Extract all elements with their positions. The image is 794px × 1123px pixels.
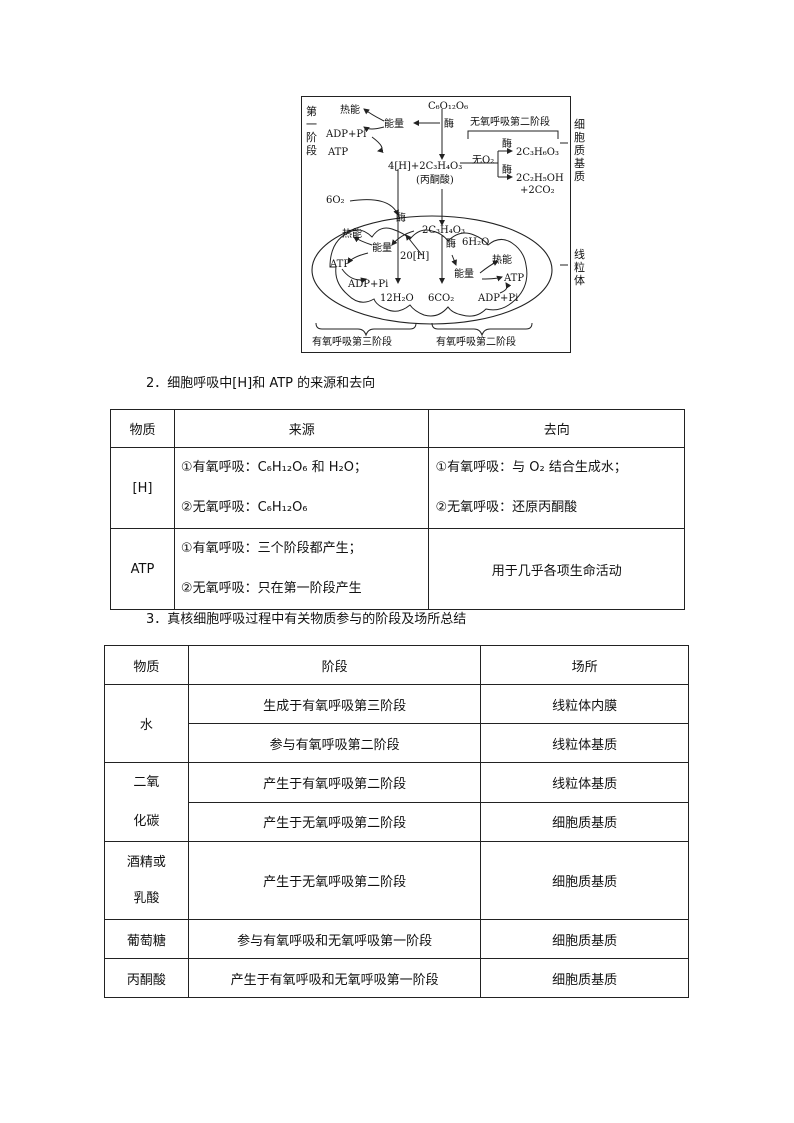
- cell-stage: 参与有氧呼吸和无氧呼吸第一阶段: [188, 920, 480, 959]
- source-line: ②无氧呼吸：只在第一阶段产生: [181, 569, 423, 609]
- cell-stage: 参与有氧呼吸第二阶段: [188, 724, 480, 763]
- label-lactic: 2C₃H₆O₃: [516, 147, 559, 158]
- mitochondria-side-label: 线粒体: [574, 248, 586, 287]
- cell-stage: 产生于有氧呼吸和无氧呼吸第一阶段: [188, 959, 480, 998]
- table-row: 酒精或 乳酸 产生于无氧呼吸第二阶段 细胞质基质: [105, 842, 689, 920]
- label-6co2: 6CO₂: [428, 293, 454, 304]
- fate-line: ②无氧呼吸：还原丙酮酸: [435, 488, 678, 528]
- header-substance: 物质: [105, 646, 189, 685]
- label-energy-3: 能量: [454, 267, 474, 280]
- table-header-row: 物质 来源 去向: [111, 410, 685, 448]
- label-enzyme-5: 酶: [446, 237, 456, 250]
- label-energy-2: 能量: [372, 241, 392, 254]
- section2-title: 2．细胞呼吸中[H]和 ATP 的来源和去向: [146, 372, 375, 391]
- label-co2-2: +2CO₂: [520, 185, 555, 196]
- label-ethanol: 2C₂H₅OH: [516, 173, 564, 184]
- table-row: 水 生成于有氧呼吸第三阶段 线粒体内膜: [105, 685, 689, 724]
- cell-substance: [H]: [111, 448, 175, 529]
- cell-site: 细胞质基质: [481, 842, 689, 920]
- label-glucose: C₆O₁₂O₆: [428, 101, 468, 112]
- label-energy-1: 能量: [384, 117, 404, 130]
- table-row: 二氧 化碳 产生于有氧呼吸第二阶段 线粒体基质: [105, 763, 689, 803]
- cell-substance-water: 水: [105, 685, 189, 763]
- table-row: ATP ①有氧呼吸：三个阶段都产生； ②无氧呼吸：只在第一阶段产生 用于几乎各项…: [111, 529, 685, 610]
- stage-site-table: 物质 阶段 场所 水 生成于有氧呼吸第三阶段 线粒体内膜 参与有氧呼吸第二阶段 …: [104, 645, 689, 998]
- cell-site: 细胞质基质: [481, 959, 689, 998]
- cell-site: 线粒体基质: [481, 724, 689, 763]
- co2-line: 二氧: [111, 763, 182, 802]
- label-aerobic-second: 有氧呼吸第二阶段: [436, 335, 516, 348]
- cell-source: ①有氧呼吸：C₆H₁₂O₆ 和 H₂O； ②无氧呼吸：C₆H₁₂O₆: [174, 448, 429, 529]
- label-pyruvate: 2C₃H₄O₃: [422, 225, 465, 236]
- label-anaerobic-second: 无氧呼吸第二阶段: [470, 115, 550, 128]
- cell-fate: ①有氧呼吸：与 O₂ 结合生成水； ②无氧呼吸：还原丙酮酸: [429, 448, 685, 529]
- cell-substance-alcohol: 酒精或 乳酸: [105, 842, 189, 920]
- cell-respiration-diagram: C₆O₁₂O₆ 热能 能量 ADP+Pi ATP 酶 无氧呼吸第二阶段 无O₂ …: [301, 96, 571, 353]
- source-line: ①有氧呼吸：C₆H₁₂O₆ 和 H₂O；: [181, 448, 423, 488]
- header-source: 来源: [174, 410, 429, 448]
- label-20h: 20[H]: [400, 251, 429, 262]
- table-row: 葡萄糖 参与有氧呼吸和无氧呼吸第一阶段 细胞质基质: [105, 920, 689, 959]
- fate-line: ①有氧呼吸：与 O₂ 结合生成水；: [435, 448, 678, 488]
- cell-stage: 产生于无氧呼吸第二阶段: [188, 842, 480, 920]
- label-enzyme-1: 酶: [444, 117, 454, 130]
- cell-substance-glucose: 葡萄糖: [105, 920, 189, 959]
- table-row: 参与有氧呼吸第二阶段 线粒体基质: [105, 724, 689, 763]
- header-stage: 阶段: [188, 646, 480, 685]
- co2-line: 化碳: [111, 802, 182, 841]
- label-6h2o: 6H₂O: [462, 237, 489, 248]
- label-h-pyruvate: 4[H]+2C₃H₄O₃: [388, 161, 462, 172]
- alcohol-line: 酒精或: [111, 845, 182, 881]
- table-header-row: 物质 阶段 场所: [105, 646, 689, 685]
- source-line: ②无氧呼吸：C₆H₁₂O₆: [181, 488, 423, 528]
- label-adp-3: ADP+Pi: [477, 293, 518, 304]
- table-row: 丙酮酸 产生于有氧呼吸和无氧呼吸第一阶段 细胞质基质: [105, 959, 689, 998]
- table-row: [H] ①有氧呼吸：C₆H₁₂O₆ 和 H₂O； ②无氧呼吸：C₆H₁₂O₆ ①…: [111, 448, 685, 529]
- label-enzyme-2: 酶: [502, 137, 512, 150]
- cell-site: 线粒体内膜: [481, 685, 689, 724]
- table-row: 产生于无氧呼吸第二阶段 细胞质基质: [105, 802, 689, 842]
- label-enzyme-4: 酶: [396, 211, 406, 224]
- first-stage-label: 第一阶段: [306, 105, 318, 157]
- label-pyruvate-name: (丙酮酸): [416, 173, 454, 186]
- cell-substance: ATP: [111, 529, 175, 610]
- cell-fate: 用于几乎各项生命活动: [429, 529, 685, 610]
- label-adp-2: ADP+Pi: [347, 279, 388, 290]
- label-heat-2: 热能: [342, 227, 362, 240]
- cytoplasm-side-label: 细胞质基质: [574, 118, 586, 183]
- h-atp-table: 物质 来源 去向 [H] ①有氧呼吸：C₆H₁₂O₆ 和 H₂O； ②无氧呼吸：…: [110, 409, 685, 610]
- header-substance: 物质: [111, 410, 175, 448]
- label-enzyme-3: 酶: [502, 163, 512, 176]
- alcohol-line: 乳酸: [111, 881, 182, 917]
- source-line: ①有氧呼吸：三个阶段都产生；: [181, 529, 423, 569]
- cell-site: 细胞质基质: [481, 802, 689, 842]
- header-fate: 去向: [429, 410, 685, 448]
- diagram-svg: C₆O₁₂O₆ 热能 能量 ADP+Pi ATP 酶 无氧呼吸第二阶段 无O₂ …: [302, 97, 570, 352]
- cell-site: 线粒体基质: [481, 763, 689, 803]
- cell-stage: 产生于无氧呼吸第二阶段: [188, 802, 480, 842]
- label-atp-3: ATP: [503, 273, 524, 284]
- cell-stage: 生成于有氧呼吸第三阶段: [188, 685, 480, 724]
- header-site: 场所: [481, 646, 689, 685]
- label-no-o2: 无O₂: [472, 155, 494, 166]
- label-aerobic-third: 有氧呼吸第三阶段: [312, 335, 392, 348]
- cell-stage: 产生于有氧呼吸第二阶段: [188, 763, 480, 803]
- label-adp-1: ADP+Pi: [325, 129, 366, 140]
- label-atp-1: ATP: [327, 147, 348, 158]
- cell-site: 细胞质基质: [481, 920, 689, 959]
- cell-source: ①有氧呼吸：三个阶段都产生； ②无氧呼吸：只在第一阶段产生: [174, 529, 429, 610]
- label-heat-1: 热能: [340, 103, 360, 116]
- label-atp-2: ATP: [329, 259, 350, 270]
- cell-substance-co2: 二氧 化碳: [105, 763, 189, 842]
- cell-substance-pyruvate: 丙酮酸: [105, 959, 189, 998]
- label-heat-3: 热能: [492, 253, 512, 266]
- label-12h2o: 12H₂O: [380, 293, 414, 304]
- section3-title: 3．真核细胞呼吸过程中有关物质参与的阶段及场所总结: [146, 608, 466, 627]
- label-6o2: 6O₂: [326, 195, 345, 206]
